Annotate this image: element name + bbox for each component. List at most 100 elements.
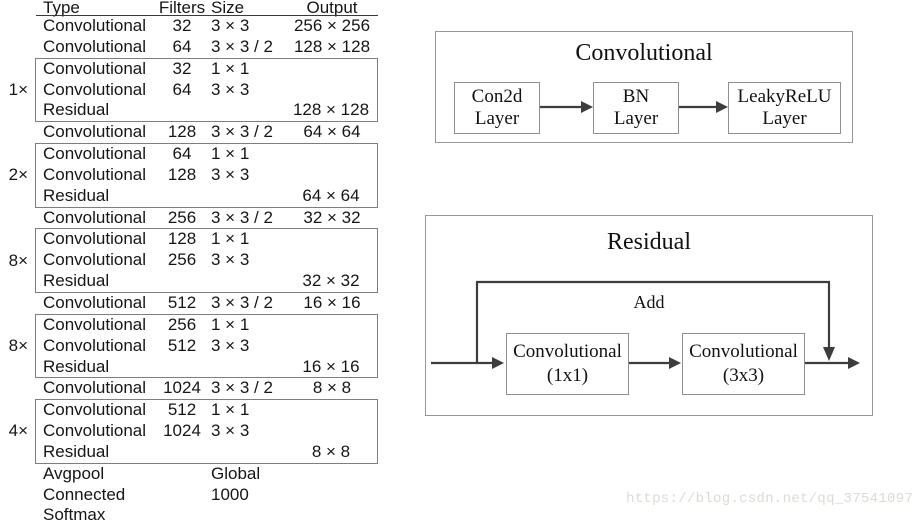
con2d-layer-label-line2: Layer <box>474 108 520 129</box>
cell-type: Convolutional <box>43 36 147 56</box>
cell-output <box>286 421 376 442</box>
cell-size <box>206 271 286 292</box>
cell-size: 1 × 1 <box>211 314 250 334</box>
conv-flow-arrows <box>538 101 728 113</box>
gutter-cell <box>0 122 36 143</box>
cell-output: 64 × 64 <box>303 122 361 142</box>
cell-size: 1 × 1 <box>211 58 250 78</box>
table-row: Convolutional 32 1 × 1 <box>36 59 377 80</box>
cell-type: Convolutional <box>43 378 147 398</box>
conv3x3-label-line1: Convolutional <box>689 341 798 362</box>
group-multiplier-label: 8× <box>8 336 28 356</box>
cell-output <box>286 400 376 421</box>
cell-filters: 256 <box>167 250 197 270</box>
cell-output <box>286 336 376 357</box>
gutter-cell <box>0 37 36 58</box>
cell-filters: 32 <box>172 58 192 78</box>
cell-type: Convolutional <box>43 229 147 249</box>
cell-output <box>286 505 378 526</box>
group-multiplier-label: 2× <box>8 165 28 185</box>
cell-size <box>206 357 286 378</box>
cell-filters: 64 <box>172 36 192 56</box>
cell-size <box>206 186 286 207</box>
cell-output <box>286 464 378 485</box>
cell-output: 32 × 32 <box>302 271 360 291</box>
gutter-cell <box>0 208 36 229</box>
cell-type: Residual <box>43 185 110 205</box>
group-multiplier-label: 8× <box>8 250 28 270</box>
group-multiplier-label: 1× <box>8 79 28 99</box>
cell-type: Convolutional <box>43 164 147 184</box>
cell-size: 3 × 3 <box>211 164 250 184</box>
cell-type: Convolutional <box>43 58 147 78</box>
leakyrelu-layer-label-line2: Layer <box>762 108 807 129</box>
cell-size: 3 × 3 <box>211 79 250 99</box>
conv3x3-label-line2: (3x3) <box>722 365 765 386</box>
gutter-cell <box>0 378 36 399</box>
col-header-size: Size <box>211 0 245 17</box>
con2d-layer-label-line1: Con2d <box>471 86 523 107</box>
cell-size: 3 × 3 / 2 <box>211 36 273 56</box>
gutter-cell <box>0 505 36 526</box>
cell-output: 16 × 16 <box>302 356 360 376</box>
cell-filters: 256 <box>167 207 197 227</box>
cell-type: Convolutional <box>43 400 147 420</box>
cell-output <box>286 144 376 165</box>
cell-filters: 128 <box>167 229 197 249</box>
conv1x1-label-line2: (1x1) <box>546 365 589 386</box>
table-row: Convolutional 128 3 × 3 <box>36 165 377 186</box>
cell-type: Residual <box>43 100 110 120</box>
cell-filters <box>158 464 206 485</box>
cell-size <box>206 100 286 121</box>
cell-filters <box>158 100 206 121</box>
col-header-output: Output <box>306 0 358 17</box>
cell-filters <box>158 271 206 292</box>
conv-block-title: Convolutional <box>575 40 713 66</box>
cell-filters: 32 <box>172 16 192 35</box>
col-header-filters: Filters <box>158 0 206 17</box>
table-row: Residual 32 × 32 <box>36 271 377 292</box>
cell-type: Residual <box>43 271 110 291</box>
cell-size: 1 × 1 <box>211 400 250 420</box>
csdn-watermark-url: https://blog.csdn.net/qq_37541097 <box>626 491 914 507</box>
cell-size: 3 × 3 <box>211 250 250 270</box>
leakyrelu-layer-box: LeakyReLU Layer <box>728 82 841 134</box>
cell-type: Convolutional <box>43 79 147 99</box>
conv1x1-label-line1: Convolutional <box>513 341 622 362</box>
cell-filters: 1024 <box>163 378 201 398</box>
cell-output <box>286 229 376 250</box>
cell-type: Convolutional <box>43 122 147 142</box>
group-multiplier-label: 4× <box>8 421 28 441</box>
table-header: Type Filters Size Output <box>0 0 378 16</box>
cell-filters: 64 <box>172 144 192 164</box>
cell-filters <box>158 505 206 526</box>
table-row: Residual 128 × 128 <box>36 100 377 121</box>
cell-output: 256 × 256 <box>293 16 371 35</box>
cell-output: 8 × 8 <box>312 378 352 398</box>
cell-filters <box>158 186 206 207</box>
cell-type: Softmax <box>43 505 106 525</box>
cell-output: 128 × 128 <box>292 100 370 120</box>
conv1x1-box: Convolutional (1x1) <box>506 333 629 395</box>
cell-size: 3 × 3 <box>211 421 250 441</box>
cell-filters: 128 <box>167 164 197 184</box>
cell-type: Convolutional <box>43 207 147 227</box>
residual-block-diagram: Residual Add Convolutional (1x1) Convolu… <box>425 215 873 416</box>
cell-type: Convolutional <box>43 335 147 355</box>
add-label: Add <box>633 292 665 312</box>
cell-output: 16 × 16 <box>303 292 361 312</box>
gutter-cell <box>0 464 36 485</box>
